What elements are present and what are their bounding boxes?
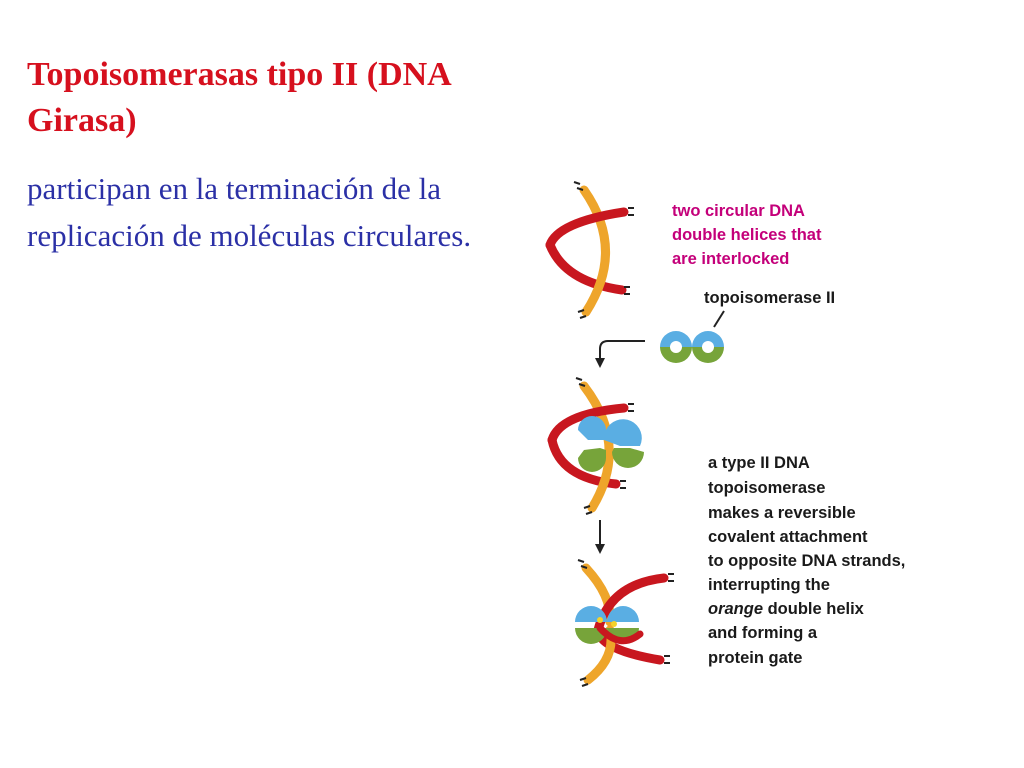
- orange-dna-strand: [579, 185, 610, 317]
- body-text: participan en la terminación de la repli…: [27, 171, 472, 253]
- strand-end-ticks: [575, 377, 634, 515]
- strand-end-ticks: [573, 181, 634, 319]
- label-interlocked: two circular DNA double helices that are…: [672, 202, 825, 268]
- red-dna-lower: [545, 240, 627, 295]
- topoisomerase-enzyme: [660, 310, 725, 363]
- red-dna-strand-b: [596, 624, 644, 645]
- stage-protein-gate: [575, 559, 674, 687]
- red-dna-upper: [547, 403, 629, 445]
- stage-binding: [547, 377, 644, 515]
- stage-interlocked: [545, 181, 634, 319]
- red-dna-upper: [545, 207, 629, 250]
- arrow-step-2: [595, 520, 605, 554]
- arrow-step-1: [595, 340, 645, 368]
- orange-dna-strand: [579, 381, 614, 513]
- label-topoisomerase-ii: topoisomerase II: [704, 289, 835, 307]
- label-mechanism: a type II DNA topoisomerase makes a reve…: [708, 454, 909, 667]
- strand-end-ticks: [577, 559, 674, 687]
- title-text: Topoisomerasas tipo II (DNA Girasa): [27, 56, 450, 139]
